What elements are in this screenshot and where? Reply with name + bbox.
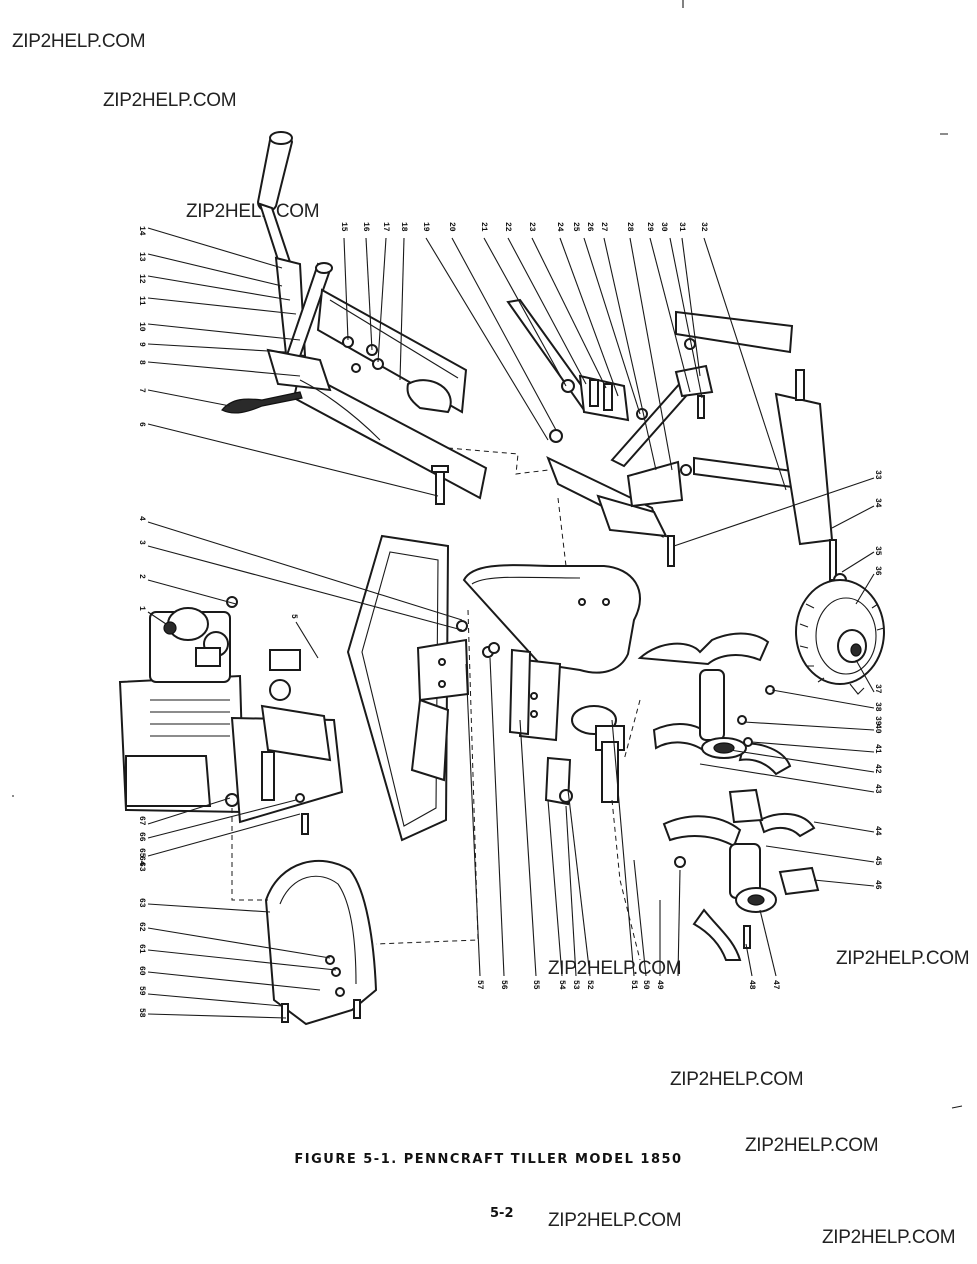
upper-bracket-group bbox=[506, 298, 794, 567]
callout-label: 5 bbox=[289, 614, 298, 619]
watermark-text: ZIP2HELP.COM bbox=[548, 1210, 682, 1231]
callout-label: 13 bbox=[137, 252, 146, 262]
watermark-text: ZIP2HELP.COM bbox=[745, 1135, 879, 1156]
callout-label: 25 bbox=[571, 222, 580, 232]
callout-label: 37 bbox=[873, 684, 882, 694]
callout-label: 52 bbox=[585, 980, 594, 990]
callout-label: 15 bbox=[339, 222, 348, 232]
callout-label: 22 bbox=[503, 222, 512, 232]
callout-label: 66 bbox=[137, 832, 146, 842]
callout-label: 21 bbox=[479, 222, 488, 232]
callout-label: 8 bbox=[137, 360, 146, 365]
tine-shield bbox=[264, 859, 378, 1026]
watermark-text: ZIP2HELP.COM bbox=[548, 958, 682, 979]
tine-assembly-upper bbox=[637, 632, 792, 776]
watermark-text: ZIP2HELP.COM bbox=[670, 1069, 804, 1090]
callout-label: 58 bbox=[137, 1008, 146, 1018]
callout-label: 30 bbox=[659, 222, 668, 232]
callout-label: 24 bbox=[555, 222, 564, 232]
callout-label: 55 bbox=[531, 980, 540, 990]
page-number: 5-2 bbox=[490, 1206, 514, 1221]
callout-label: 63 bbox=[137, 862, 146, 872]
watermark-text: ZIP2HELP.COM bbox=[822, 1227, 956, 1248]
callout-label: 31 bbox=[677, 222, 686, 232]
handle-assembly bbox=[221, 131, 488, 505]
callout-label: 43 bbox=[873, 784, 882, 794]
callout-label: 67 bbox=[137, 816, 146, 826]
callout-label: 60 bbox=[137, 966, 146, 976]
callout-label: 63 bbox=[137, 898, 146, 908]
callout-label: 19 bbox=[421, 222, 430, 232]
callout-numbers: 14 13 12 11 10 9 8 7 6 15 16 17 18 19 20… bbox=[137, 222, 882, 1018]
watermark-text: ZIP2HELP.COM bbox=[186, 201, 320, 222]
callout-label: 29 bbox=[645, 222, 654, 232]
callout-label: 20 bbox=[447, 222, 456, 232]
callout-label: 18 bbox=[399, 222, 408, 232]
callout-label: 45 bbox=[873, 856, 882, 866]
wheel-axle-group bbox=[693, 369, 885, 695]
figure-caption: FIGURE 5-1. PENNCRAFT TILLER MODEL 1850 bbox=[294, 1152, 683, 1167]
callout-label: 2 bbox=[137, 574, 146, 579]
watermark-text: ZIP2HELP.COM bbox=[836, 948, 970, 969]
callout-label: 57 bbox=[475, 980, 484, 990]
callout-label: 7 bbox=[137, 388, 146, 393]
callout-label: 48 bbox=[747, 980, 756, 990]
callout-label: 53 bbox=[571, 980, 580, 990]
callout-label: 54 bbox=[557, 980, 566, 990]
callout-label: 14 bbox=[137, 226, 146, 236]
callout-label: 50 bbox=[641, 980, 650, 990]
callout-label: 34 bbox=[873, 498, 882, 508]
callout-label: 9 bbox=[137, 342, 146, 347]
callout-label: 27 bbox=[599, 222, 608, 232]
callout-label: 59 bbox=[137, 986, 146, 996]
callout-label: 12 bbox=[137, 274, 146, 284]
callout-label: 4 bbox=[137, 516, 146, 521]
callout-label: 46 bbox=[873, 880, 882, 890]
callout-label: 65 bbox=[137, 848, 146, 858]
callout-label: 28 bbox=[625, 222, 634, 232]
callout-label: 61 bbox=[137, 944, 146, 954]
tine-assembly-lower bbox=[662, 788, 820, 961]
callout-label: 1 bbox=[137, 606, 146, 611]
callout-label: 49 bbox=[655, 980, 664, 990]
callout-label: 36 bbox=[873, 566, 882, 576]
callout-label: 51 bbox=[629, 980, 638, 990]
callout-label: 6 bbox=[137, 422, 146, 427]
callout-label: 39 bbox=[873, 716, 882, 726]
watermark-text: ZIP2HELP.COM bbox=[12, 31, 146, 52]
callout-label: 38 bbox=[873, 702, 882, 712]
callout-label: 32 bbox=[699, 222, 708, 232]
callout-label: 3 bbox=[137, 540, 146, 545]
callout-label: 56 bbox=[499, 980, 508, 990]
callout-label: 35 bbox=[873, 546, 882, 556]
callout-label: 64 bbox=[137, 856, 146, 866]
callout-label: 10 bbox=[137, 322, 146, 332]
callout-label: 11 bbox=[137, 296, 146, 306]
callout-label: 44 bbox=[873, 826, 882, 836]
callout-label: 42 bbox=[873, 764, 882, 774]
transmission-housing bbox=[462, 564, 641, 806]
callout-label: 33 bbox=[873, 470, 882, 480]
mounting-plate bbox=[346, 534, 500, 842]
callout-label: 40 bbox=[873, 724, 882, 734]
callout-label: 16 bbox=[361, 222, 370, 232]
callout-label: 26 bbox=[585, 222, 594, 232]
callout-label: 47 bbox=[771, 980, 780, 990]
callout-label: 41 bbox=[873, 744, 882, 754]
callout-label: 23 bbox=[527, 222, 536, 232]
engine bbox=[118, 596, 344, 835]
callout-label: 17 bbox=[381, 222, 390, 232]
watermark-text: ZIP2HELP.COM bbox=[103, 90, 237, 111]
callout-label: 62 bbox=[137, 922, 146, 932]
